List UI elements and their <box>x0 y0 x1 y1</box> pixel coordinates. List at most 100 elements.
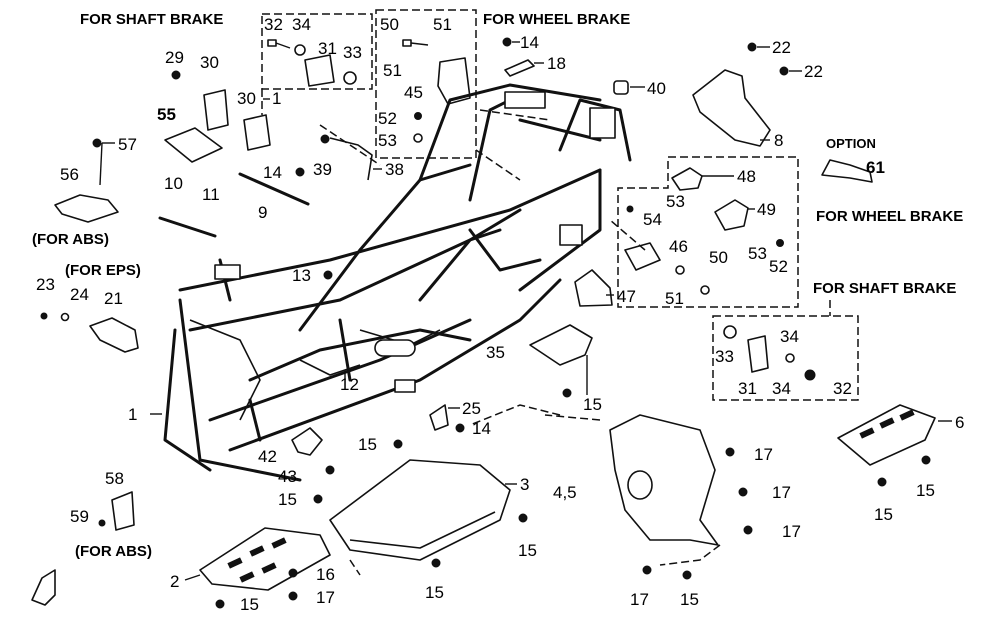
label-34c: 34 <box>772 379 791 398</box>
label-17a: 17 <box>754 445 773 464</box>
label-61: 61 <box>866 158 885 177</box>
label-14c: 14 <box>472 419 491 438</box>
bolt-17d-icon <box>642 565 652 575</box>
label-33b: 33 <box>715 347 734 366</box>
label-3: 3 <box>520 475 529 494</box>
label-8: 8 <box>774 131 783 150</box>
label-34b: 34 <box>780 327 799 346</box>
label-29: 29 <box>165 48 184 67</box>
bracket-25-icon <box>429 404 449 431</box>
bracket-31-icon <box>304 54 335 87</box>
bolt-43-icon <box>325 465 335 475</box>
label-17b: 17 <box>772 483 791 502</box>
label-50: 50 <box>380 15 399 34</box>
bolt-32-icon <box>267 39 291 49</box>
label-31: 31 <box>318 39 337 58</box>
bolt-39-icon <box>320 134 330 144</box>
label-17e: 17 <box>316 588 335 607</box>
bolt-17-icon <box>725 447 735 457</box>
abs-bracket-58-icon <box>111 491 135 531</box>
label-57: 57 <box>118 135 137 154</box>
label-54: 54 <box>643 210 662 229</box>
label-15i: 15 <box>425 583 444 602</box>
label-40: 40 <box>647 79 666 98</box>
bracket-8-icon <box>692 69 771 147</box>
label-45: 45 <box>404 83 423 102</box>
shaft-brake-box-top <box>261 13 373 90</box>
bolt-23-icon <box>40 312 48 320</box>
heading-wheel-brake-top: FOR WHEEL BRAKE <box>483 11 630 28</box>
label-39: 39 <box>313 160 332 179</box>
label-11: 11 <box>202 185 220 204</box>
label-15f: 15 <box>916 481 935 500</box>
bolt-15b-icon <box>393 439 403 449</box>
bolt-50-icon <box>402 39 429 47</box>
bracket-47-icon <box>574 269 613 307</box>
label-56: 56 <box>60 165 79 184</box>
washer-53-icon <box>413 133 423 143</box>
label-15e: 15 <box>680 590 699 609</box>
label-15g: 15 <box>874 505 893 524</box>
bolt-15e-icon <box>682 570 692 580</box>
heading-wheel-brake-right: FOR WHEEL BRAKE <box>816 208 963 225</box>
bolt-15f-icon <box>921 455 931 465</box>
label-43: 43 <box>278 467 297 486</box>
label-34: 34 <box>292 15 311 34</box>
label-50b: 50 <box>709 248 728 267</box>
skid-plate-2-icon <box>199 527 331 591</box>
label-1b: 1 <box>128 405 137 424</box>
bolt-13-icon <box>323 270 333 280</box>
heading-shaft-brake-top: FOR SHAFT BRAKE <box>80 11 223 28</box>
label-4-5: 4,5 <box>553 483 577 502</box>
heading-shaft-brake-right: FOR SHAFT BRAKE <box>813 280 956 297</box>
eps-bracket-21-icon <box>89 317 139 353</box>
clamp-18-icon <box>504 59 535 77</box>
clamp-38-icon <box>329 137 373 181</box>
plate-30-1-icon <box>243 114 271 151</box>
label-18: 18 <box>547 54 566 73</box>
label-1: 1 <box>272 89 281 108</box>
label-22: 22 <box>772 38 791 57</box>
bracket-46-icon <box>624 242 661 271</box>
label-15h: 15 <box>240 595 259 614</box>
label-15a: 15 <box>583 395 602 414</box>
bracket-30-icon <box>203 89 229 131</box>
plate-35-icon <box>529 324 593 366</box>
heading-option: OPTION <box>826 136 876 151</box>
label-16: 16 <box>316 565 335 584</box>
bolt-52b-icon <box>776 239 784 247</box>
label-53b: 53 <box>666 192 685 211</box>
front-arrow-icon <box>31 569 56 606</box>
rod-10-icon <box>158 216 217 238</box>
bolt-29-icon <box>171 70 181 80</box>
bolt-32b-icon <box>804 369 816 381</box>
label-52: 52 <box>378 109 397 128</box>
label-14b: 14 <box>263 163 282 182</box>
label-47: 47 <box>617 287 636 306</box>
bolt-22b-icon <box>779 66 789 76</box>
bracket-31b-icon <box>747 335 769 373</box>
grommet-40-icon <box>613 80 629 95</box>
bolt-15-icon <box>562 388 572 398</box>
option-bracket-61-icon <box>821 159 873 183</box>
label-51b: 51 <box>383 61 402 80</box>
bolt-57-icon <box>92 138 102 148</box>
bolt-17c-icon <box>743 525 753 535</box>
label-21: 21 <box>104 289 123 308</box>
heading-eps: (FOR EPS) <box>65 262 141 279</box>
bolt-59-icon <box>98 519 106 527</box>
label-24: 24 <box>70 285 89 304</box>
nut-33b-icon <box>723 325 737 339</box>
label-14: 14 <box>520 33 539 52</box>
label-15b: 15 <box>358 435 377 454</box>
washer-icon <box>675 265 685 275</box>
wheel-brake-box-right <box>617 156 799 308</box>
bolt-15c-icon <box>313 494 323 504</box>
washer-icon <box>785 353 795 363</box>
caliper-bracket-45-icon <box>437 57 471 105</box>
bolt-14b-icon <box>295 167 305 177</box>
washer-24-icon <box>60 312 70 322</box>
label-30: 30 <box>200 53 219 72</box>
washer-icon <box>700 285 710 295</box>
